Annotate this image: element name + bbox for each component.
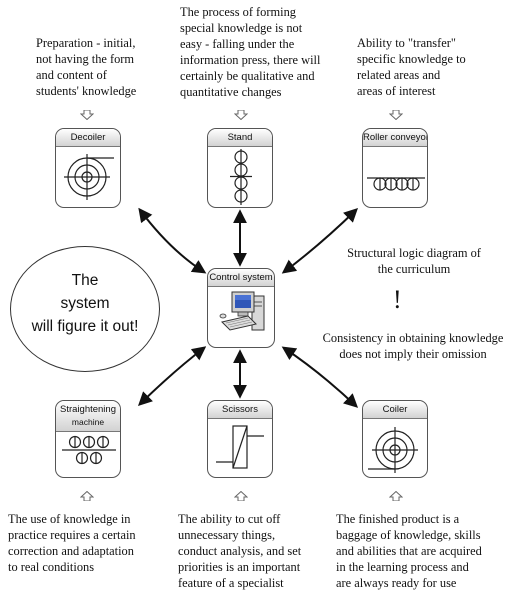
note-consistency: Consistency in obtaining knowledge does … <box>307 330 519 362</box>
note-line: specific knowledge to <box>357 52 466 66</box>
note-line: and content of <box>36 68 107 82</box>
note-line: Consistency in obtaining knowledge <box>322 331 504 345</box>
down-arrow-icon <box>80 110 94 120</box>
coiler-icon <box>368 427 418 473</box>
note-structural: Structural logic diagram of the curricul… <box>330 245 498 277</box>
note-line: special knowledge is not <box>180 21 303 35</box>
up-arrow-icon <box>80 491 94 501</box>
coiler-card: Coiler <box>362 400 428 478</box>
note-line: quantitative changes <box>180 85 282 99</box>
note-line: certainly be qualitative and <box>180 69 315 83</box>
note-line: the curriculum <box>377 262 451 276</box>
card-title: Decoiler <box>56 129 120 147</box>
note-line: not having the form <box>36 52 135 66</box>
note-line: practice requires a certain <box>8 528 136 542</box>
card-title: Stand <box>208 129 272 147</box>
arrow-coiler-control <box>281 346 359 408</box>
note-line: Structural logic diagram of <box>347 246 481 260</box>
roller-conveyor-card: Roller conveyor <box>362 128 428 208</box>
note-line: areas of interest <box>357 84 436 98</box>
arrow-conveyor-control <box>281 208 359 274</box>
note-process: The process of forming special knowledge… <box>180 4 320 100</box>
note-line: conduct analysis, and set <box>178 544 302 558</box>
scissors-icon <box>216 425 264 469</box>
scissors-card: Scissors <box>207 400 273 478</box>
card-title: Control system <box>208 269 274 287</box>
arrow-decoiler-control <box>138 207 207 274</box>
straightening-icon <box>62 435 116 465</box>
decoiler-card: Decoiler <box>55 128 121 208</box>
card-title: Roller conveyor <box>363 129 427 147</box>
card-title: Straightening machine <box>56 401 120 432</box>
note-line: Preparation - initial, <box>36 36 136 50</box>
note-cut: The ability to cut off unnecessary thing… <box>178 511 301 591</box>
arrow-straightening-control <box>137 346 207 406</box>
up-arrow-icon <box>234 491 248 501</box>
note-line: information press, there will <box>180 53 321 67</box>
note-line: feature of a specialist <box>178 576 284 590</box>
note-line: The process of forming <box>180 5 296 19</box>
note-line: to real conditions <box>8 560 95 574</box>
ellipse-line: The <box>71 272 99 289</box>
control-system-card: Control system <box>207 268 275 348</box>
note-line: Ability to "transfer" <box>357 36 456 50</box>
note-line: unnecessary things, <box>178 528 276 542</box>
note-product: The finished product is a baggage of kno… <box>336 511 482 591</box>
down-arrow-icon <box>234 110 248 120</box>
note-line: easy - falling under the <box>180 37 295 51</box>
note-line: students' knowledge <box>36 84 137 98</box>
roller-conveyor-icon <box>367 177 425 191</box>
note-transfer: Ability to "transfer" specific knowledge… <box>357 35 466 99</box>
card-title-line: machine <box>71 417 105 427</box>
straightening-machine-card: Straightening machine <box>55 400 121 478</box>
exclamation-mark: ! <box>393 285 402 314</box>
note-line: does not imply their omission <box>339 347 487 361</box>
note-line: The ability to cut off <box>178 512 281 526</box>
card-title-line: Straightening <box>60 404 116 415</box>
note-use: The use of knowledge in practice require… <box>8 511 136 575</box>
computer-icon <box>219 291 265 331</box>
note-line: in the learning process and <box>336 560 469 574</box>
system-ellipse <box>10 246 160 372</box>
ellipse-line: will figure it out! <box>31 318 139 335</box>
note-line: The use of knowledge in <box>8 512 131 526</box>
ellipse-line: system <box>60 295 110 312</box>
up-arrow-icon <box>389 491 403 501</box>
note-line: and abilities that are acquired <box>336 544 482 558</box>
decoiler-icon <box>64 154 114 200</box>
note-line: priorities is an important <box>178 560 301 574</box>
note-preparation: Preparation - initial, not having the fo… <box>36 35 136 99</box>
note-line: are always ready for use <box>336 576 457 590</box>
down-arrow-icon <box>389 110 403 120</box>
card-title: Coiler <box>363 401 427 419</box>
note-line: related areas and <box>357 68 441 82</box>
stand-icon <box>230 149 252 205</box>
note-line: baggage of knowledge, skills <box>336 528 481 542</box>
note-line: correction and adaptation <box>8 544 134 558</box>
note-line: The finished product is a <box>336 512 460 526</box>
stand-card: Stand <box>207 128 273 208</box>
card-title: Scissors <box>208 401 272 419</box>
